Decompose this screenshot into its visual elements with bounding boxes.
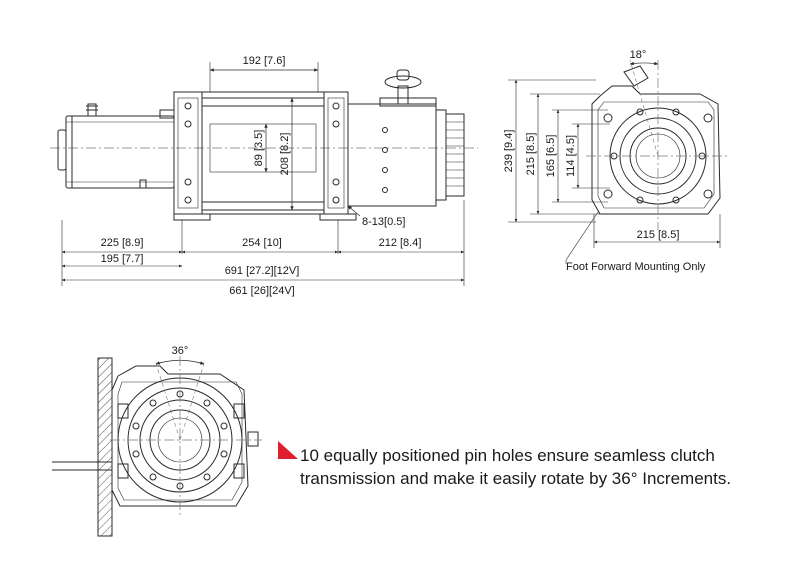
clutch-detail-view: [52, 356, 262, 537]
dim-drum-diameter-label: 89 [3.5]: [253, 130, 265, 167]
right-drum-support: [319, 91, 357, 221]
terminal-post: [86, 103, 98, 117]
pin-holes: [132, 390, 228, 490]
gearbox: [347, 97, 465, 207]
dim-motor-length-label: 225 [8.9]: [101, 237, 144, 249]
end-view: [508, 59, 728, 264]
dim-motor-length-24v-label: 195 [7.7]: [101, 253, 144, 265]
foot-forward-label: Foot Forward Mounting Only: [566, 261, 706, 273]
height-215-label: 215 [8.5]: [525, 133, 537, 176]
height-114-label: 114 [4.5]: [565, 135, 577, 177]
dim-bolt-spec-label: 8-13[0.5]: [362, 216, 405, 228]
dim-gearbox-length-label: 212 [8.4]: [379, 237, 422, 249]
angle-18-label: 18°: [630, 49, 647, 61]
dim-total-12v-label: 691 [27.2][12V]: [225, 265, 300, 277]
left-drum-support: [173, 91, 211, 221]
dim-drum-length-label: 192 [7.6]: [243, 55, 286, 67]
dim-drum-length: [209, 62, 319, 92]
height-239-label: 239 [9.4]: [503, 130, 515, 173]
pin-holes-callout-text: 10 equally positioned pin holes ensure s…: [300, 446, 732, 488]
angle-36-label: 36°: [172, 345, 189, 357]
callout-marker-icon: [278, 441, 298, 459]
motor: [57, 109, 175, 189]
clutch-knob: [384, 69, 422, 105]
dim-bottom-row: [61, 200, 465, 286]
width-215-label: 215 [8.5]: [637, 229, 680, 241]
height-165-label: 165 [6.5]: [545, 135, 557, 178]
dim-mount-length-label: 254 [10]: [242, 237, 282, 249]
side-view: [50, 62, 478, 286]
dim-flange-diameter-label: 208 [8.2]: [279, 133, 291, 176]
dim-total-24v-label: 661 [26][24V]: [229, 285, 294, 297]
